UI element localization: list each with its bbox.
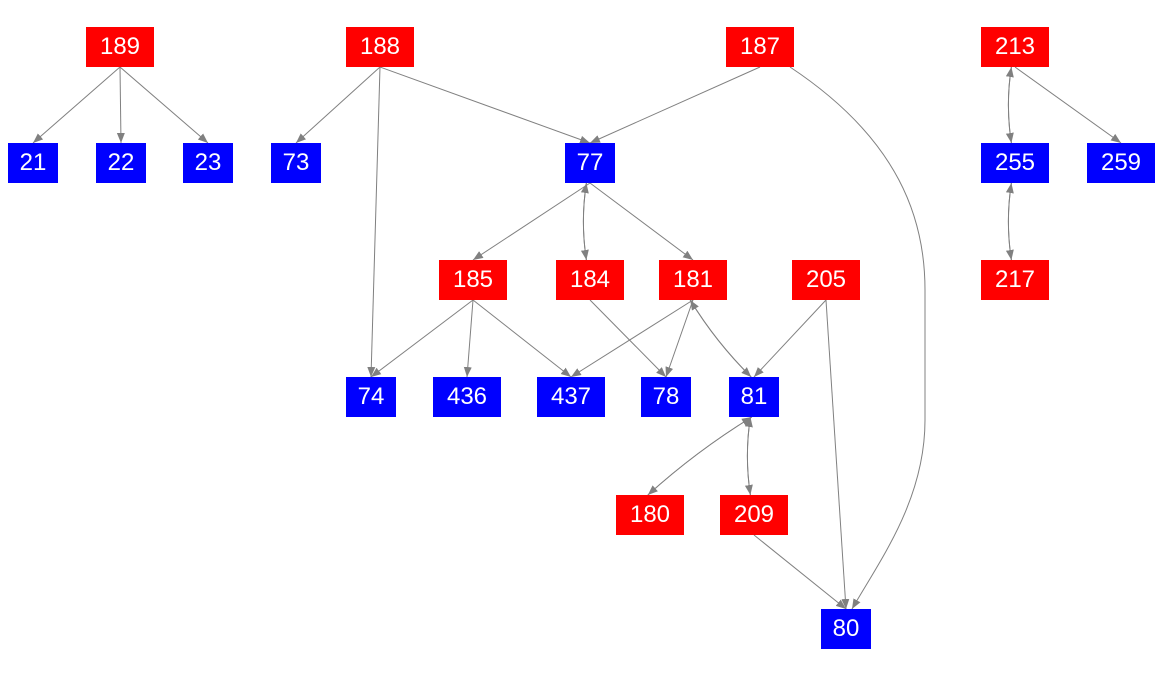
edge-184-to-77: [580, 182, 589, 261]
node-74[interactable]: 74: [346, 377, 396, 417]
node-209[interactable]: 209: [720, 495, 788, 535]
node-181[interactable]: 181: [659, 260, 727, 300]
edge-189-to-21: [32, 66, 121, 144]
edge-189-to-22: [116, 66, 125, 144]
node-23[interactable]: 23: [183, 143, 233, 183]
node-180[interactable]: 180: [616, 495, 684, 535]
node-189[interactable]: 189: [86, 27, 154, 67]
node-185[interactable]: 185: [439, 260, 507, 300]
edge-205-to-81: [753, 299, 827, 378]
edge-187-to-80: [789, 66, 926, 610]
edge-217-to-255: [1005, 182, 1014, 261]
node-259[interactable]: 259: [1087, 143, 1155, 183]
edge-187-to-77: [589, 66, 761, 144]
node-80[interactable]: 80: [821, 609, 871, 649]
node-21[interactable]: 21: [8, 143, 58, 183]
edge-185-to-436: [463, 299, 474, 378]
edge-180-to-81: [647, 416, 753, 496]
edge-189-to-23: [119, 66, 209, 144]
edge-205-to-80: [825, 299, 850, 610]
edge-181-to-81: [689, 299, 752, 378]
node-81[interactable]: 81: [729, 377, 779, 417]
node-73[interactable]: 73: [271, 143, 321, 183]
edge-77-to-181: [589, 182, 694, 261]
edge-185-to-437: [472, 299, 572, 378]
node-184[interactable]: 184: [556, 260, 624, 300]
node-188[interactable]: 188: [346, 27, 414, 67]
node-437[interactable]: 437: [537, 377, 605, 417]
node-213[interactable]: 213: [981, 27, 1049, 67]
node-436[interactable]: 436: [433, 377, 501, 417]
edge-81-to-180: [647, 416, 753, 496]
node-205[interactable]: 205: [792, 260, 860, 300]
node-255[interactable]: 255: [981, 143, 1049, 183]
edge-255-to-213: [1005, 66, 1014, 144]
edge-77-to-185: [472, 182, 591, 261]
edge-188-to-73: [295, 66, 381, 144]
node-187[interactable]: 187: [726, 27, 794, 67]
edge-81-to-181: [689, 299, 752, 378]
node-22[interactable]: 22: [96, 143, 146, 183]
node-217[interactable]: 217: [981, 260, 1049, 300]
edge-181-to-78: [665, 299, 694, 378]
edge-185-to-74: [370, 299, 474, 378]
edge-213-to-259: [1014, 66, 1122, 144]
node-77[interactable]: 77: [565, 143, 615, 183]
edge-209-to-81: [744, 416, 753, 496]
edge-184-to-78: [589, 299, 667, 378]
edge-209-to-80: [753, 534, 847, 610]
node-78[interactable]: 78: [641, 377, 691, 417]
edge-181-to-437: [570, 299, 694, 378]
edge-188-to-74: [367, 66, 381, 378]
edge-188-to-77: [379, 66, 591, 144]
